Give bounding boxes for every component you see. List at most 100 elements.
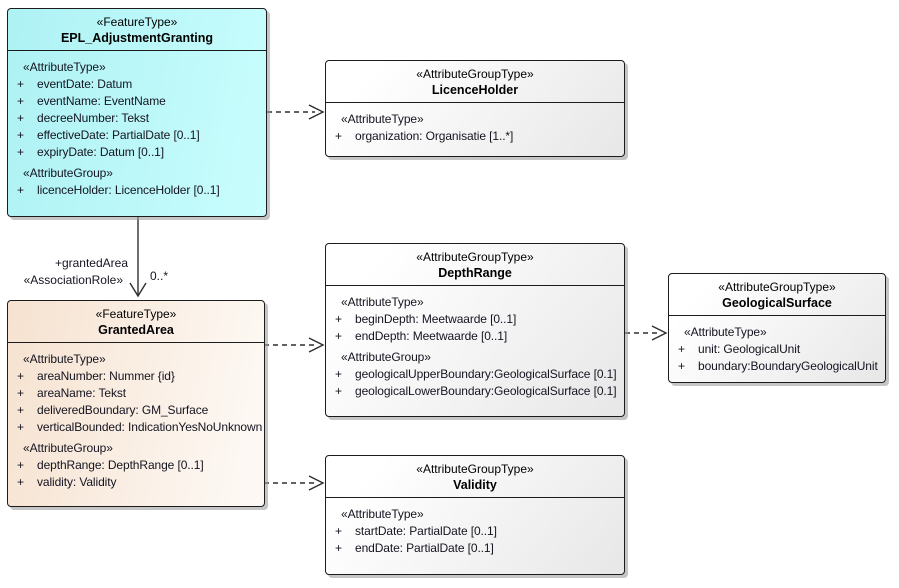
visibility-plus: +: [17, 94, 24, 108]
attribute-compartment: «AttributeType» +beginDepth: Meetwaarde …: [326, 286, 624, 404]
visibility-plus: +: [17, 420, 24, 434]
class-box-licenceholder[interactable]: «AttributeGroupType» LicenceHolder «Attr…: [325, 60, 625, 157]
attribute-row: +eventDate: Datum: [8, 76, 264, 93]
class-box-depthrange[interactable]: «AttributeGroupType» DepthRange «Attribu…: [325, 243, 625, 417]
class-header: «FeatureType» EPL_AdjustmentGranting: [8, 9, 266, 51]
attribute-compartment: «AttributeType» + organization: Organisat…: [326, 103, 624, 149]
attribute-text: «AttributeType»: [341, 295, 424, 309]
visibility-plus: +: [17, 183, 24, 197]
visibility-plus: +: [335, 384, 342, 398]
attribute-row: + organization: Organisatie [1..*]: [326, 128, 622, 145]
association-epl-to-grantedarea[interactable]: [129, 217, 147, 298]
class-header: «AttributeGroupType» Validity: [326, 456, 624, 498]
attribute-group-label: «AttributeGroup»: [8, 165, 264, 182]
class-title: GeologicalSurface: [722, 296, 832, 310]
visibility-plus: +: [17, 111, 24, 125]
visibility-plus: +: [17, 145, 24, 159]
open-arrowhead-icon: [308, 475, 325, 491]
attribute-text: geologicalLowerBoundary:GeologicalSurfac…: [355, 384, 617, 398]
attribute-group-label: «AttributeGroup»: [326, 349, 622, 366]
attribute-group-label: «AttributeType»: [669, 324, 883, 341]
attribute-text: organization: Organisatie [1..*]: [355, 129, 514, 143]
attribute-text: «AttributeType»: [23, 60, 106, 74]
visibility-plus: +: [335, 524, 342, 538]
attribute-row: +beginDepth: Meetwaarde [0..1]: [326, 311, 622, 328]
attribute-group-label: «AttributeType»: [326, 111, 622, 128]
attribute-row: + expiryDate: Datum [0..1]: [8, 144, 264, 161]
attribute-text: effectiveDate: PartialDate [0..1]: [37, 128, 200, 142]
attribute-row: +areaName: Tekst: [8, 385, 262, 402]
open-arrowhead-icon: [651, 325, 668, 341]
open-arrowhead-icon: [129, 282, 147, 298]
attribute-row: + depthRange: DepthRange [0..1]: [8, 457, 262, 474]
attribute-text: endDepth: Meetwaarde [0..1]: [355, 329, 508, 343]
class-header: «AttributeGroupType» LicenceHolder: [326, 61, 624, 103]
dependency-depthrange-to-geologicalsurface[interactable]: [625, 325, 668, 341]
class-box-geologicalsurface[interactable]: «AttributeGroupType» GeologicalSurface «…: [668, 273, 886, 383]
class-stereotype: «FeatureType»: [96, 15, 178, 29]
dependency-grantedarea-to-depthrange[interactable]: [264, 337, 325, 353]
visibility-plus: +: [17, 403, 24, 417]
attribute-compartment: «AttributeType» +eventDate: Datum +event…: [8, 51, 266, 203]
attribute-row: + eventName: EventName: [8, 93, 264, 110]
attribute-text: deliveredBoundary: GM_Surface: [37, 403, 209, 417]
attribute-text: geologicalUpperBoundary:GeologicalSurfac…: [355, 367, 617, 381]
class-stereotype: «AttributeGroupType»: [416, 67, 534, 81]
attribute-text: «AttributeType»: [23, 352, 106, 366]
attribute-text: depthRange: DepthRange [0..1]: [37, 458, 204, 472]
visibility-plus: +: [335, 312, 342, 326]
class-header: «FeatureType» GrantedArea: [8, 301, 264, 343]
class-header: «AttributeGroupType» GeologicalSurface: [669, 274, 885, 316]
attribute-row: + deliveredBoundary: GM_Surface: [8, 402, 262, 419]
attribute-row: + validity: Validity: [8, 474, 262, 491]
attribute-row: + verticalBounded: IndicationYesNoUnknown: [8, 419, 262, 436]
visibility-plus: +: [335, 129, 342, 143]
visibility-plus: +: [335, 367, 342, 381]
attribute-row: +decreeNumber: Tekst: [8, 110, 264, 127]
visibility-plus: +: [17, 369, 24, 383]
visibility-plus: +: [678, 342, 685, 356]
attribute-text: «AttributeType»: [341, 112, 424, 126]
class-stereotype: «AttributeGroupType»: [718, 280, 836, 294]
attribute-row: + unit: GeologicalUnit: [669, 341, 883, 358]
attribute-text: endDate: PartialDate [0..1]: [355, 541, 494, 555]
dependency-grantedarea-to-validity[interactable]: [264, 475, 325, 491]
attribute-row: +areaNumber: Nummer {id}: [8, 368, 262, 385]
class-box-validity[interactable]: «AttributeGroupType» Validity «Attribute…: [325, 455, 625, 575]
visibility-plus: +: [17, 458, 24, 472]
attribute-row: +startDate: PartialDate [0..1]: [326, 523, 622, 540]
class-stereotype: «FeatureType»: [95, 307, 177, 321]
visibility-plus: +: [17, 475, 24, 489]
attribute-group-label: «AttributeType»: [8, 59, 264, 76]
open-arrowhead-icon: [308, 337, 325, 353]
attribute-compartment: «AttributeType» +startDate: PartialDate …: [326, 498, 624, 561]
attribute-text: eventName: EventName: [37, 94, 166, 108]
attribute-text: expiryDate: Datum [0..1]: [37, 145, 164, 159]
attribute-row: +endDate: PartialDate [0..1]: [326, 540, 622, 557]
class-header: «AttributeGroupType» DepthRange: [326, 244, 624, 286]
attribute-text: «AttributeType»: [341, 507, 424, 521]
attribute-text: «AttributeGroup»: [23, 166, 113, 180]
attribute-row: +licenceHolder: LicenceHolder [0..1]: [8, 182, 264, 199]
attribute-compartment: «AttributeType» +areaNumber: Nummer {id}…: [8, 343, 264, 495]
attribute-group-label: «AttributeType»: [326, 506, 622, 523]
class-title: EPL_AdjustmentGranting: [60, 31, 214, 45]
attribute-group-label: «AttributeGroup»: [8, 440, 262, 457]
attribute-text: «AttributeType»: [684, 325, 767, 339]
class-title: Validity: [453, 478, 497, 492]
attribute-text: areaName: Tekst: [37, 386, 126, 400]
attribute-text: verticalBounded: IndicationYesNoUnknown: [37, 420, 263, 434]
attribute-group-label: «AttributeType»: [326, 294, 622, 311]
attribute-text: boundary:BoundaryGeologicalUnit: [698, 359, 878, 373]
attribute-text: validity: Validity: [37, 475, 117, 489]
class-box-grantedarea[interactable]: «FeatureType» GrantedArea «AttributeType…: [7, 300, 265, 507]
visibility-plus: +: [678, 359, 685, 373]
class-box-epl-adjustmentgranting[interactable]: «FeatureType» EPL_AdjustmentGranting «At…: [7, 8, 267, 217]
class-stereotype: «AttributeGroupType»: [416, 250, 534, 264]
attribute-group-label: «AttributeType»: [8, 351, 262, 368]
attribute-text: unit: GeologicalUnit: [698, 342, 801, 356]
attribute-text: eventDate: Datum: [37, 77, 133, 91]
dependency-epl-to-licenceholder[interactable]: [267, 104, 325, 120]
